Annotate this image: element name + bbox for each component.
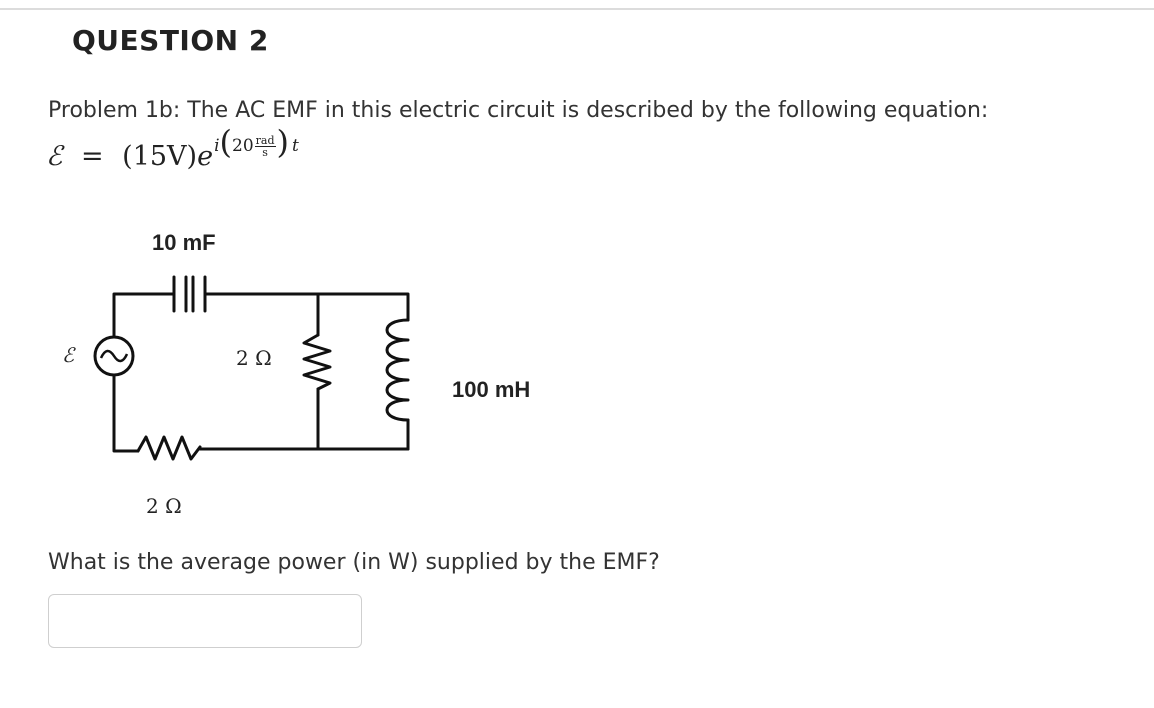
equation-amplitude: (15V) (122, 141, 198, 172)
emf-source-label: ℰ (62, 343, 76, 367)
problem-statement: Problem 1b: The AC EMF in this electric … (48, 98, 989, 123)
exponent-unit-numerator: rad (254, 134, 276, 147)
question-prompt: What is the average power (in W) supplie… (48, 550, 660, 575)
parallel-resistor-icon (302, 333, 332, 391)
answer-input[interactable] (48, 594, 362, 648)
top-divider (0, 8, 1154, 10)
exponent-i: i (214, 136, 220, 156)
equation-equals: = (80, 141, 104, 172)
question-title: QUESTION 2 (72, 24, 269, 57)
circuit-diagram: 10 mF ℰ 2 Ω 100 mH 2 Ω (62, 230, 530, 518)
emf-symbol: ℰ (46, 141, 63, 172)
parallel-resistor-label: 2 Ω (236, 346, 272, 370)
series-resistor-icon (136, 435, 202, 461)
top-wire (112, 292, 410, 339)
series-resistor-label: 2 Ω (146, 494, 182, 518)
left-wire (112, 373, 140, 453)
exponent-unit-denominator: s (262, 146, 268, 159)
exponent-coefficient: 20 (232, 136, 254, 156)
equation-base: e (197, 141, 214, 172)
inductor-icon (385, 318, 410, 422)
inductor-label: 100 mH (452, 377, 530, 402)
capacitor-label: 10 mF (152, 230, 216, 255)
exponent-variable: t (292, 136, 299, 156)
ac-wave-icon (99, 349, 129, 363)
